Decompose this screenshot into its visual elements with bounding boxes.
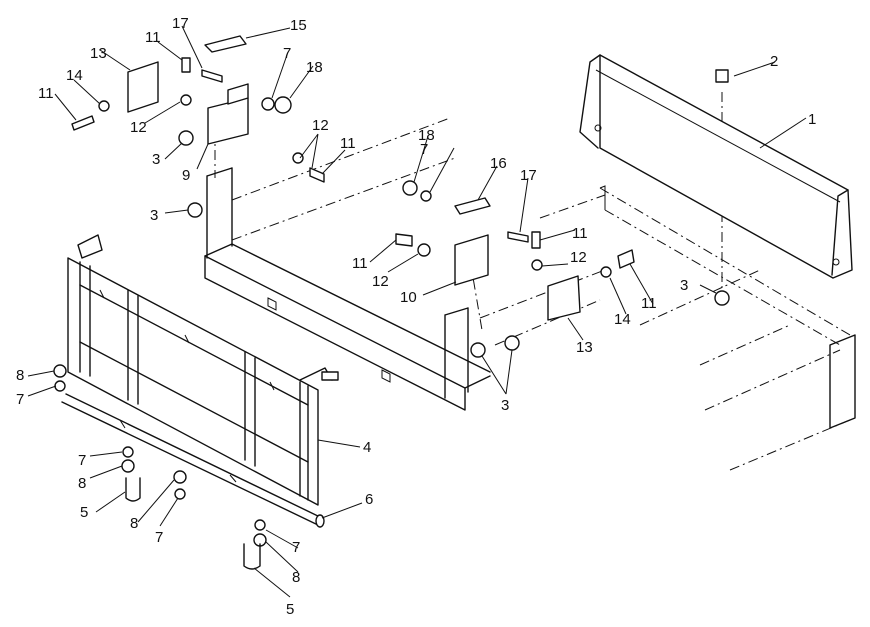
callout-12: 12 (312, 117, 329, 134)
callout-11: 11 (38, 85, 54, 102)
callout-13: 13 (576, 339, 593, 356)
callout-7: 7 (16, 391, 24, 408)
callout-6: 6 (365, 491, 373, 508)
cargo-bed-frame (204, 92, 856, 471)
callout-11: 11 (145, 29, 161, 46)
callout-5: 5 (80, 504, 88, 521)
callout-1: 1 (808, 111, 816, 128)
leader-lines (27, 25, 807, 598)
callout-3: 3 (150, 207, 158, 224)
callout-5: 5 (286, 601, 294, 618)
callout-8: 8 (130, 515, 138, 532)
callout-16: 16 (490, 155, 507, 172)
callout-7: 7 (283, 45, 291, 62)
callout-7: 7 (78, 452, 86, 469)
callout-13: 13 (90, 45, 107, 62)
callout-17: 17 (520, 167, 537, 184)
callout-3: 3 (501, 397, 509, 414)
callout-7: 7 (292, 539, 300, 556)
callout-18: 18 (418, 127, 435, 144)
callout-14: 14 (614, 311, 631, 328)
callout-11: 11 (572, 225, 588, 242)
callout-3: 3 (152, 151, 160, 168)
callout-4: 4 (363, 439, 371, 456)
callout-11: 11 (340, 135, 356, 152)
callout-17: 17 (172, 15, 189, 32)
hardware-right (395, 69, 730, 358)
callout-12: 12 (372, 273, 389, 290)
callout-8: 8 (292, 569, 300, 586)
callout-11: 11 (352, 255, 368, 272)
callout-10: 10 (400, 289, 417, 306)
callout-11: 11 (641, 295, 657, 312)
callout-12: 12 (130, 119, 147, 136)
callout-18: 18 (306, 59, 323, 76)
callout-7: 7 (420, 141, 428, 158)
tailgate (67, 234, 339, 506)
callout-14: 14 (66, 67, 83, 84)
callout-8: 8 (78, 475, 86, 492)
callout-12: 12 (570, 249, 587, 266)
callout-9: 9 (182, 167, 190, 184)
rod (61, 393, 325, 528)
hardware-left (71, 35, 325, 218)
callout-7: 7 (155, 529, 163, 546)
callout-2: 2 (770, 53, 778, 70)
callout-15: 15 (290, 17, 307, 34)
front-panel (579, 54, 853, 279)
callout-8: 8 (16, 367, 24, 384)
callout-3: 3 (680, 277, 688, 294)
callouts: 1 2 3 3 3 3 4 5 5 6 7 7 7 7 7 7 8 8 8 8 … (16, 15, 816, 618)
